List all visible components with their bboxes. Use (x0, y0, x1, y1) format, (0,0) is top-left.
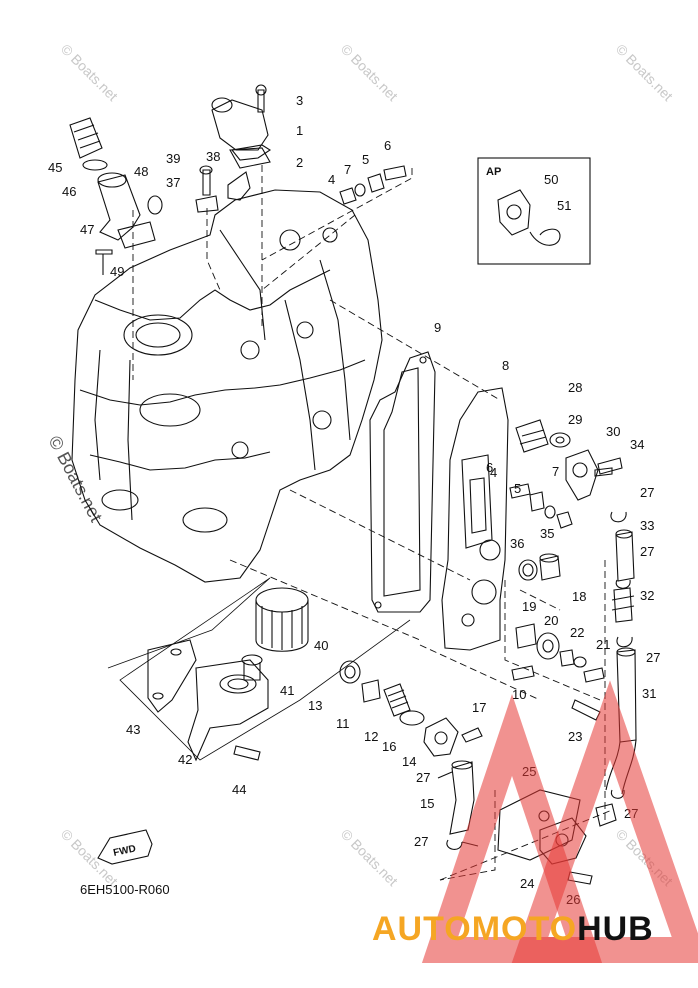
part-label: 27 (646, 650, 660, 665)
part-label: 11 (336, 716, 350, 731)
part-label: 17 (472, 700, 486, 715)
brand-logo-icon (421, 680, 698, 963)
part-label: 41 (280, 683, 294, 698)
parts-41-44 (147, 639, 269, 762)
parts-28-30 (515, 419, 613, 501)
part-label: 23 (568, 729, 582, 744)
part-label: 15 (420, 796, 434, 811)
part-label: 47 (80, 222, 94, 237)
watermark-top-center: © Boats.net (338, 41, 401, 104)
part-label: 3 (296, 93, 303, 108)
part-label: 27 (640, 544, 654, 559)
fwd-arrow-icon: FWD (97, 829, 153, 865)
part-label: 20 (544, 613, 558, 628)
part-label: 34 (630, 437, 644, 452)
part-label: 4 (328, 172, 335, 187)
inset-title: AP (486, 166, 501, 178)
parts-11-16 (339, 660, 475, 835)
part-label: 1 (296, 123, 303, 138)
part-label: 10 (512, 687, 526, 702)
part-label: 29 (568, 412, 582, 427)
part-label: 46 (62, 184, 76, 199)
parts-45-49 (69, 117, 163, 275)
part-label: 45 (48, 160, 62, 175)
inset-ap (477, 157, 591, 265)
part-label: 7 (552, 464, 559, 479)
part-label: 43 (126, 722, 140, 737)
part-label: 24 (520, 876, 534, 891)
part-label: 16 (382, 739, 396, 754)
part-label: 27 (416, 770, 430, 785)
part-label: 38 (206, 149, 220, 164)
part-label: 8 (502, 358, 509, 373)
part-label: 37 (166, 175, 180, 190)
part-label: 33 (640, 518, 654, 533)
brand-part1: AUTOMOTO (372, 910, 577, 948)
part-label: 9 (434, 320, 441, 335)
part-label: 36 (510, 536, 524, 551)
parts-37-39 (195, 147, 271, 213)
part-label: 49 (110, 264, 124, 279)
part-label: 7 (344, 162, 351, 177)
part-label: 18 (572, 589, 586, 604)
fwd-label: FWD (112, 843, 137, 858)
part-label: 27 (414, 834, 428, 849)
thermostat-cover-1 (211, 84, 272, 161)
brand-wordmark: AUTOMOTOHUB (372, 910, 654, 948)
part-label: 13 (308, 698, 322, 713)
part-label: 32 (640, 588, 654, 603)
part-label: 5 (514, 481, 521, 496)
parts-4-7-upper (339, 165, 407, 205)
parts-4-7-lower (509, 483, 573, 529)
part-label: 22 (570, 625, 584, 640)
part-label: 42 (178, 752, 192, 767)
gasket-9 (369, 351, 436, 613)
part-label: 19 (522, 599, 536, 614)
part-label: 21 (596, 637, 610, 652)
watermark-top-right: © Boats.net (613, 41, 676, 104)
part-label: 35 (540, 526, 554, 541)
watermark-top-left: © Boats.net (58, 41, 121, 104)
part-label: 28 (568, 380, 582, 395)
part-label: 2 (296, 155, 303, 170)
parts-18-22 (515, 623, 605, 683)
part-label: 39 (166, 151, 180, 166)
cylinder-block (71, 189, 383, 583)
part-label: 27 (640, 485, 654, 500)
part-label: 31 (642, 686, 656, 701)
part-label: 30 (606, 424, 620, 439)
bolts (461, 457, 623, 743)
part-label: 6 (384, 138, 391, 153)
watermark-bottom-center: © Boats.net (338, 826, 401, 889)
part-label: 48 (134, 164, 148, 179)
diagram-code: 6EH5100-R060 (80, 882, 170, 897)
part-label: 12 (364, 729, 378, 744)
part-label: 50 (544, 172, 558, 187)
parts-35-36 (518, 553, 561, 581)
oil-filter-40 (255, 587, 309, 652)
part-label: 51 (557, 198, 571, 213)
brand-part2: HUB (577, 910, 654, 948)
watermark-bottom-left: © Boats.net (58, 826, 121, 889)
exhaust-cover-8 (441, 387, 509, 651)
part-label: 5 (362, 152, 369, 167)
part-label: 14 (402, 754, 416, 769)
part-label: 40 (314, 638, 328, 653)
part-labels: 1234567891011121314151617181920212223242… (48, 93, 660, 907)
part-label: 4 (490, 465, 497, 480)
part-label: 6 (486, 460, 493, 475)
part-label: 44 (232, 782, 246, 797)
